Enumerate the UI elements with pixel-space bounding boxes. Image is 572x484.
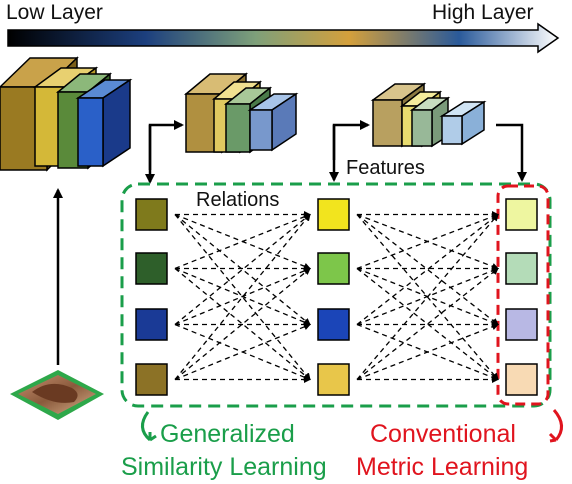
relation-line [174, 323, 311, 381]
feature-square [317, 308, 350, 341]
relation-line [174, 213, 311, 326]
feature-square [317, 252, 350, 285]
generalized-caption-line1: Generalized [160, 420, 295, 448]
relation-line [356, 213, 499, 326]
relation-line [174, 267, 311, 381]
relation-line [356, 213, 499, 380]
feature-square [135, 252, 168, 285]
features-label: Features [346, 157, 425, 179]
relation-line [174, 267, 311, 326]
feature-squares [135, 198, 538, 396]
feature-square [505, 198, 538, 231]
green-curl-arrow [141, 411, 157, 442]
feature-square [135, 308, 168, 341]
cnn-block-3 [370, 82, 487, 148]
conventional-region [496, 184, 550, 406]
feature-square [505, 252, 538, 285]
cnn-block-2 [183, 72, 299, 154]
feature-square [317, 198, 350, 231]
low-layer-label: Low Layer [6, 1, 103, 24]
relation-line [174, 213, 311, 270]
conventional-caption-line2: Metric Learning [356, 453, 529, 481]
relation-line [356, 323, 499, 381]
feature-square [317, 363, 350, 396]
generalized-region [120, 182, 552, 408]
red-curl-arrow [548, 409, 563, 443]
feature-square [135, 363, 168, 396]
relations-label: Relations [196, 189, 280, 211]
relation-line [174, 267, 311, 381]
conventional-caption-line1: Conventional [370, 420, 516, 448]
layer-gradient-arrow [7, 22, 560, 54]
relation-line [174, 213, 311, 326]
generalized-caption-line2: Similarity Learning [121, 453, 327, 481]
relation-line [356, 213, 499, 270]
high-layer-label: High Layer [432, 1, 534, 24]
feature-square [505, 308, 538, 341]
input-image [10, 370, 104, 420]
feature-square [135, 198, 168, 231]
relation-line [356, 213, 499, 326]
relation-lines [174, 211, 499, 383]
flow-arrows [53, 120, 527, 365]
cnn-block-1 [0, 56, 133, 172]
feature-square [505, 363, 538, 396]
relation-line [356, 267, 499, 381]
relation-line [356, 267, 499, 381]
